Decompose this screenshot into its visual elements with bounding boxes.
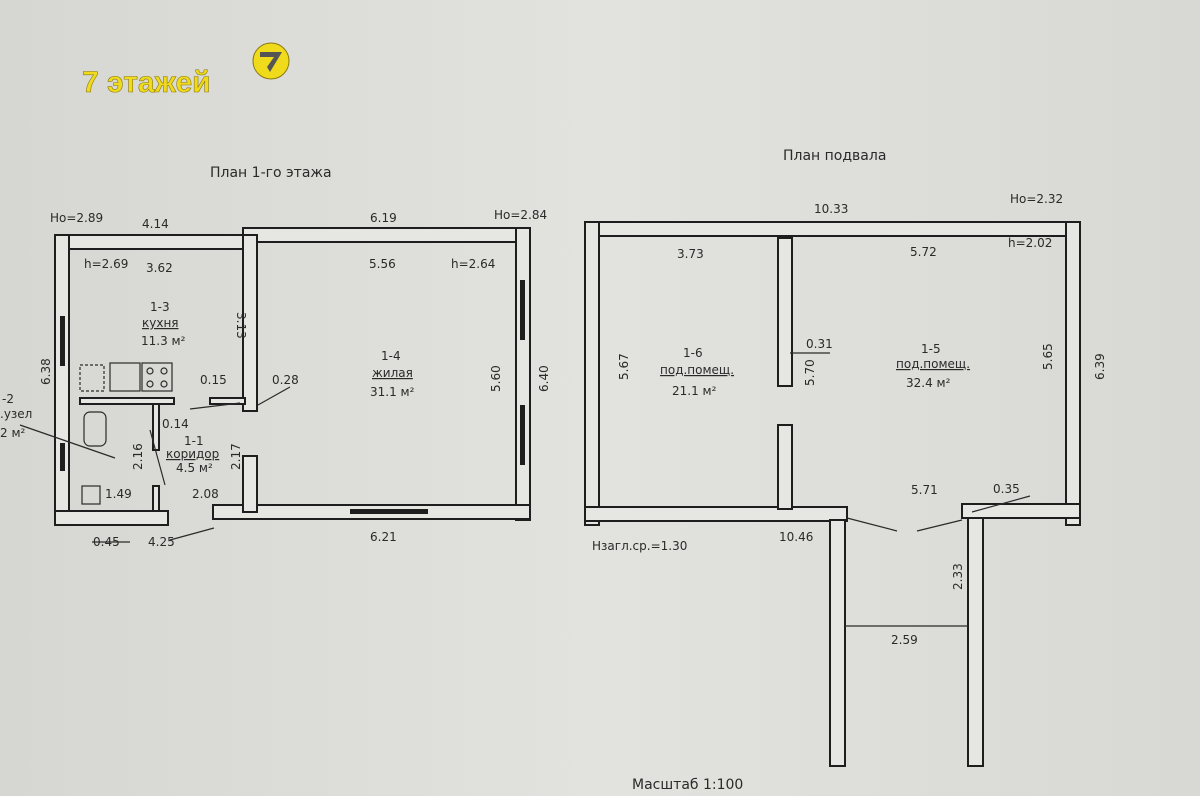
dim-bottom-inner: 5.71 <box>911 483 938 497</box>
window <box>350 509 428 514</box>
dim-partition: 0.31 <box>806 337 833 351</box>
dim-inner-kitchen: 3.62 <box>146 261 173 275</box>
room-name: под.помещ. <box>660 363 734 377</box>
dim-2-16: 2.16 <box>131 443 145 470</box>
room-id: 1-3 <box>150 300 170 314</box>
dim-kitchen-wall: 3.13 <box>234 312 248 339</box>
room-id: 1-4 <box>381 349 401 363</box>
first-floor-plan: План 1-го этажа Ho=2.89 4.14 6.19 <box>0 165 551 549</box>
room-basement-right: 1-5 под.помещ. 32.4 м² <box>896 342 970 390</box>
toilet-icon <box>83 411 107 447</box>
logo: 7 этажей <box>82 42 290 99</box>
dim-0-35: 0.35 <box>993 482 1020 496</box>
ho-label: Ho=2.32 <box>1010 192 1063 206</box>
window <box>520 280 525 340</box>
dim-0-15: 0.15 <box>200 373 227 387</box>
logo-text: 7 этажей <box>82 66 211 99</box>
dim-top-left: 4.14 <box>142 217 169 231</box>
room-corridor: 1-1 коридор 4.5 м² <box>166 434 219 475</box>
room-id: -2 <box>2 392 14 406</box>
dim-2-08: 2.08 <box>192 487 219 501</box>
fridge-icon <box>79 364 105 392</box>
depth-label: Нзагл.ср.=1.30 <box>592 539 687 553</box>
h-main: h=2.64 <box>451 257 495 271</box>
ho-left-label: Ho=2.89 <box>50 211 103 225</box>
room-id: 1-6 <box>683 346 703 360</box>
h-kitchen: h=2.69 <box>84 257 128 271</box>
dim-inner-right: 5.72 <box>910 245 937 259</box>
room-kitchen: 1-3 кухня 11.3 м² <box>141 300 186 348</box>
dim-stair-length: 2.33 <box>951 563 965 590</box>
room-id: 1-1 <box>184 434 204 448</box>
logo-badge-icon <box>252 42 290 80</box>
room-living: 1-4 жилая 31.1 м² <box>370 349 415 399</box>
dim-right: 6.39 <box>1093 353 1107 380</box>
window <box>60 316 65 366</box>
window <box>60 443 65 471</box>
room-area: 4.5 м² <box>176 461 213 475</box>
dim-0-45: 0.45 <box>93 535 120 549</box>
dim-right-side: 6.40 <box>537 365 551 392</box>
dim-bottom: 6.21 <box>370 530 397 544</box>
room-name: коридор <box>166 447 219 461</box>
room-id: 1-5 <box>921 342 941 356</box>
h-label: h=2.02 <box>1008 236 1052 250</box>
room-area: 31.1 м² <box>370 385 415 399</box>
room-basement-left: 1-6 под.помещ. 21.1 м² <box>660 346 734 398</box>
dim-2-17: 2.17 <box>229 443 243 470</box>
dim-bottom: 10.46 <box>779 530 813 544</box>
dim-stair-width: 2.59 <box>891 633 918 647</box>
room-name: кухня <box>142 316 179 330</box>
washbasin-icon <box>81 485 101 505</box>
dim-1-49: 1.49 <box>105 487 132 501</box>
room-name: под.помещ. <box>896 357 970 371</box>
room-area: 32.4 м² <box>906 376 951 390</box>
dim-0-14: 0.14 <box>162 417 189 431</box>
first-floor-title: План 1-го этажа <box>210 165 332 181</box>
room-name: .узел <box>0 407 32 421</box>
dim-4-25: 4.25 <box>148 535 175 549</box>
dim-left: 5.67 <box>617 353 631 380</box>
dim-top-right: 6.19 <box>370 211 397 225</box>
stove-icon <box>141 362 173 392</box>
room-area: 2 м² <box>0 426 26 440</box>
logo-seven-glyph <box>260 52 282 72</box>
ho-right-label: Ho=2.84 <box>494 208 547 222</box>
dim-left-side: 6.38 <box>39 358 53 385</box>
scale-label: Масштаб 1:100 <box>632 777 743 793</box>
dim-top: 10.33 <box>814 202 848 216</box>
room-area: 11.3 м² <box>141 334 186 348</box>
dim-right-inner: 5.65 <box>1041 343 1055 370</box>
dim-main-inner: 5.60 <box>489 365 503 392</box>
basement-title: План подвала <box>783 148 886 164</box>
basement-plan: План подвала 10.33 Ho=2.32 3.73 5.72 h=2… <box>584 148 1107 767</box>
room-name: жилая <box>372 366 413 380</box>
room-bathroom: -2 .узел 2 м² <box>0 392 32 440</box>
dim-mid: 5.70 <box>803 359 817 386</box>
room-area: 21.1 м² <box>672 384 717 398</box>
sink-icon <box>109 362 141 392</box>
dim-0-28: 0.28 <box>272 373 299 387</box>
dim-inner-left: 3.73 <box>677 247 704 261</box>
dim-inner-main: 5.56 <box>369 257 396 271</box>
window <box>520 405 525 465</box>
